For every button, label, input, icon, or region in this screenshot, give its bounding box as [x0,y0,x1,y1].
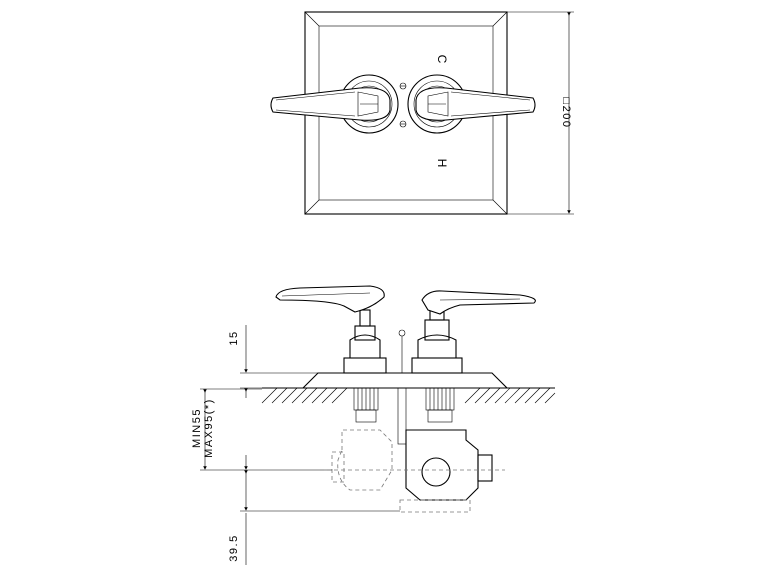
cold-mark: C [435,55,449,64]
right-lever-handle [415,87,536,121]
center-rod [397,387,407,445]
top-view: C H □200 [270,11,574,215]
wall-hatching [261,387,556,404]
left-lever-side [275,285,385,313]
dim-39-label: 39.5 [228,534,240,561]
cover-plate-profile [301,372,509,389]
left-lever-handle [270,87,391,121]
dim-15-label: 15 [228,330,240,345]
side-view: 15 MIN55 MAX95(*) 39.5 [191,285,556,565]
hot-mark: H [435,159,449,168]
dim-min-label: MIN55 [191,408,203,448]
right-valve-body [411,305,463,423]
right-lever-side [421,290,536,315]
left-valve-body [343,309,387,423]
size-label: □200 [560,98,572,129]
dim-max-label: MAX95(*) [203,398,215,458]
hidden-mixing-body [331,429,493,513]
